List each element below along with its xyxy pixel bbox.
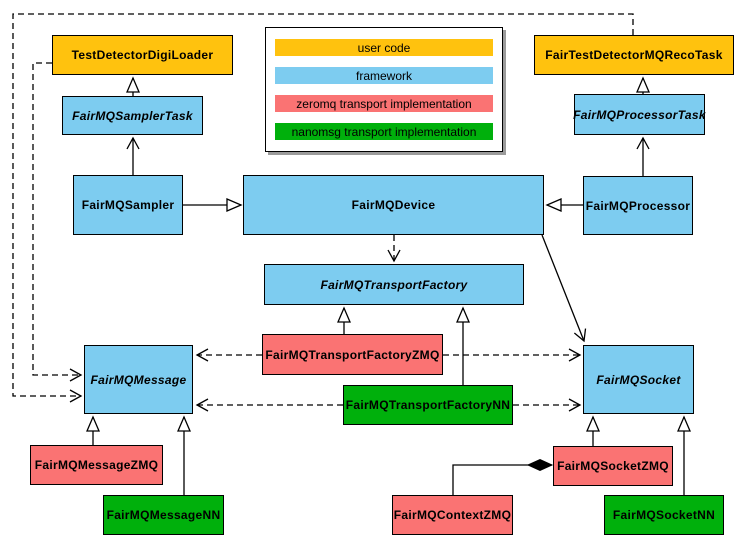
node-fairmq-context-zmq: FairMQContextZMQ	[392, 495, 513, 535]
legend: user code framework zeromq transport imp…	[265, 27, 503, 152]
legend-item-zeromq: zeromq transport implementation	[275, 95, 493, 112]
node-fairmq-socket: FairMQSocket	[583, 345, 694, 414]
node-fairmq-sampler: FairMQSampler	[73, 175, 183, 235]
node-fairmq-message: FairMQMessage	[84, 345, 193, 414]
legend-item-nanomsg: nanomsg transport implementation	[275, 123, 493, 140]
node-fairmq-processor: FairMQProcessor	[583, 176, 693, 235]
node-fairmq-device: FairMQDevice	[243, 175, 544, 235]
node-fairmq-sampler-task: FairMQSamplerTask	[62, 96, 203, 135]
node-fairmq-processor-task: FairMQProcessorTask	[573, 94, 706, 135]
node-fairmq-transport-factory-nn: FairMQTransportFactoryNN	[343, 385, 513, 425]
node-fairmq-socket-nn: FairMQSocketNN	[604, 495, 724, 535]
node-fair-test-detector-mq-reco-task: FairTestDetectorMQRecoTask	[534, 35, 734, 75]
node-fairmq-message-nn: FairMQMessageNN	[103, 495, 224, 535]
node-fairmq-transport-factory: FairMQTransportFactory	[264, 264, 524, 305]
node-fairmq-socket-zmq: FairMQSocketZMQ	[553, 446, 673, 486]
node-test-detector-digi-loader: TestDetectorDigiLoader	[52, 35, 233, 75]
legend-item-user-code: user code	[275, 39, 493, 56]
node-fairmq-transport-factory-zmq: FairMQTransportFactoryZMQ	[262, 334, 443, 375]
node-fairmq-message-zmq: FairMQMessageZMQ	[30, 445, 163, 485]
legend-item-framework: framework	[275, 67, 493, 84]
